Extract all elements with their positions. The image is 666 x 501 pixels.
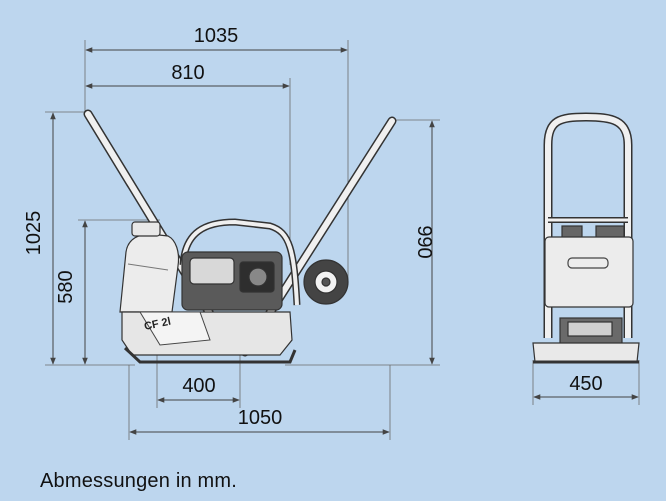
machine-side-view — [83, 109, 397, 364]
dim-580: 580 — [55, 270, 77, 303]
dim-810: 810 — [171, 62, 204, 84]
tank-cap — [131, 221, 161, 237]
dim-990: 990 — [413, 225, 435, 258]
dim-450: 450 — [569, 373, 602, 395]
machine-front-view — [532, 112, 640, 364]
dim-1050: 1050 — [238, 407, 283, 429]
machine-label: CF 2l — [143, 316, 172, 333]
dim-1025: 1025 — [23, 211, 45, 256]
water-tank — [119, 233, 180, 313]
front-plate — [532, 342, 640, 363]
front-tank — [544, 236, 634, 308]
extension-lines — [45, 40, 640, 440]
dimension-lines — [50, 47, 639, 435]
caption: Abmessungen in mm. — [40, 470, 238, 492]
dim-400: 400 — [182, 375, 215, 397]
dim-1035: 1035 — [194, 25, 239, 47]
